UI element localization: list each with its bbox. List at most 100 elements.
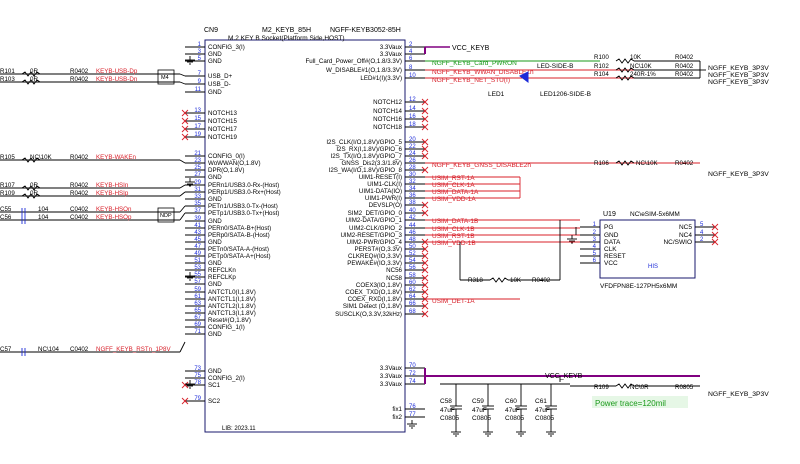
- pin-name: Reset#(O,1.8V): [208, 317, 251, 324]
- series-resistor: [615, 383, 635, 389]
- pin-name: PERp1/USB3.0-Rx+(Host): [208, 189, 281, 196]
- pin-number: 19: [194, 132, 201, 138]
- pin-number: 24: [409, 151, 416, 157]
- pin-name: I2S_TX(I/O,1.8V)/GPIO_7: [330, 153, 402, 160]
- pin-name: ANTCTL1(I,1.8V): [208, 296, 256, 303]
- pin-name: GND: [208, 218, 222, 225]
- pin-name: UIM2-PWR/GPIO_4: [347, 239, 403, 246]
- pin-number: 42: [409, 215, 416, 221]
- series-resistor: [21, 185, 41, 191]
- pin-name: GND: [208, 239, 222, 246]
- pin-name: fix1: [392, 406, 402, 413]
- pin-number: 58: [409, 273, 416, 279]
- nc-mark: [711, 231, 719, 239]
- pin-number: 69: [194, 322, 201, 328]
- part-ref: C58: [440, 398, 452, 405]
- pin-number: 3: [198, 49, 202, 55]
- pin-number: 11: [195, 87, 202, 93]
- part-package: R0805: [675, 384, 694, 391]
- rail-label: NGFF_KEYB_3P3V: [708, 391, 769, 398]
- nc-mark: [421, 259, 429, 267]
- pin-number: 6: [593, 258, 597, 264]
- nc-mark: [181, 397, 189, 405]
- pin-name: GND: [208, 368, 222, 375]
- pin-number: 55: [194, 272, 201, 278]
- part-package: R0402: [675, 63, 694, 70]
- pin-number: 71: [194, 329, 201, 335]
- pin-number: 15: [194, 116, 201, 122]
- pin-number: 79: [194, 396, 201, 402]
- pin-name: DPR(O,1.8V): [208, 167, 244, 174]
- part-value: NC\10K: [30, 154, 53, 161]
- net-label: KEYB-USB-Dp: [96, 68, 138, 75]
- pin-name: PG: [604, 224, 613, 231]
- pin-name: VCC: [604, 260, 618, 267]
- pin-name: 3.3Vaux: [380, 381, 403, 388]
- net-wire: [179, 81, 186, 85]
- pin-number: 32: [409, 179, 416, 185]
- pin-number: 46: [409, 230, 416, 236]
- part-package: R0402: [675, 54, 694, 61]
- pin-number: 7: [198, 71, 202, 77]
- nc-mark: [421, 274, 429, 282]
- nc-mark: [421, 245, 429, 253]
- pin-number: 2: [409, 42, 413, 48]
- pin-name: 3.3Vaux: [380, 51, 403, 58]
- pin-number: 64: [409, 294, 416, 300]
- pin-number: 31: [194, 187, 201, 193]
- pin-name: NOTCH16: [373, 116, 402, 123]
- part-package: C0402: [70, 346, 89, 353]
- pin-number: 5: [198, 56, 202, 62]
- part-ref: R106: [594, 160, 609, 167]
- net-label: USIM_DATA-1A: [432, 189, 479, 196]
- pin-name: GNSS_Dis2(3.3/1.8V): [341, 160, 402, 167]
- pin-name: SC2: [208, 398, 221, 405]
- part-value: 47uF: [535, 407, 550, 414]
- nc-mark: [181, 133, 189, 141]
- pin-number: 67: [194, 315, 201, 321]
- pin-number: 50: [409, 244, 416, 250]
- net-label: NGFF_KEYB_Card_PWRON: [432, 60, 517, 67]
- esim-pn: VFDFPN8E-127PH5x6MM: [600, 283, 677, 290]
- pin-number: 10: [409, 73, 416, 79]
- nc-mark: [711, 238, 719, 246]
- nc-mark: [711, 223, 719, 231]
- part-value: 47uF: [472, 407, 487, 414]
- pin-name: PERST#(O,3.3V): [355, 246, 402, 253]
- nc-mark: [421, 288, 429, 296]
- pin-name: GND: [208, 89, 222, 96]
- pin-name: UIM2-CLK/GPIO_2: [349, 225, 403, 232]
- part-package: C0402: [70, 206, 89, 213]
- pin-name: COEX3(IO,1.8V): [356, 282, 402, 289]
- part-package: C0805: [535, 415, 555, 422]
- pin-number: 52: [409, 251, 416, 257]
- connector-pn: NGFF-KEYB3052-85H: [330, 27, 401, 34]
- pin-name: PETp1/USB3.0-Tx+(Host): [208, 210, 279, 217]
- pin-number: 33: [194, 194, 201, 200]
- net-wire: [179, 191, 186, 197]
- pin-name: RESET: [604, 253, 626, 260]
- nc-mark: [421, 166, 429, 174]
- pin-number: 78: [194, 380, 201, 386]
- part-value: NC\0R: [630, 384, 649, 391]
- net-label: USIM_DATA-1B: [432, 218, 478, 225]
- pin-number: 14: [409, 106, 416, 112]
- pin-name: I2S_CLK(I/O,1.8V)/GPIO_5: [326, 139, 402, 146]
- pin-name: PERn1/USB3.0-Rx-(Host): [208, 182, 279, 189]
- part-ref: C61: [535, 398, 547, 405]
- connector-lib: LIB: 2023.11: [222, 426, 256, 432]
- part-ref: C60: [505, 398, 517, 405]
- pin-number: 66: [409, 301, 416, 307]
- part-package: R0402: [70, 182, 89, 189]
- nc-mark: [421, 145, 429, 153]
- part-ref: R103: [0, 76, 15, 83]
- net-label: USIM_RST-1A: [432, 175, 475, 182]
- net-label: NGFF_KEYB_GNSS_DISABLE2n: [432, 162, 531, 169]
- net-label: USIM_CLK-1B: [432, 226, 475, 233]
- pin-number: 51: [194, 258, 201, 264]
- esim-ref: U19: [603, 211, 616, 218]
- part-package: C0805: [505, 415, 525, 422]
- net-wire: [179, 73, 186, 77]
- nc-mark: [421, 107, 429, 115]
